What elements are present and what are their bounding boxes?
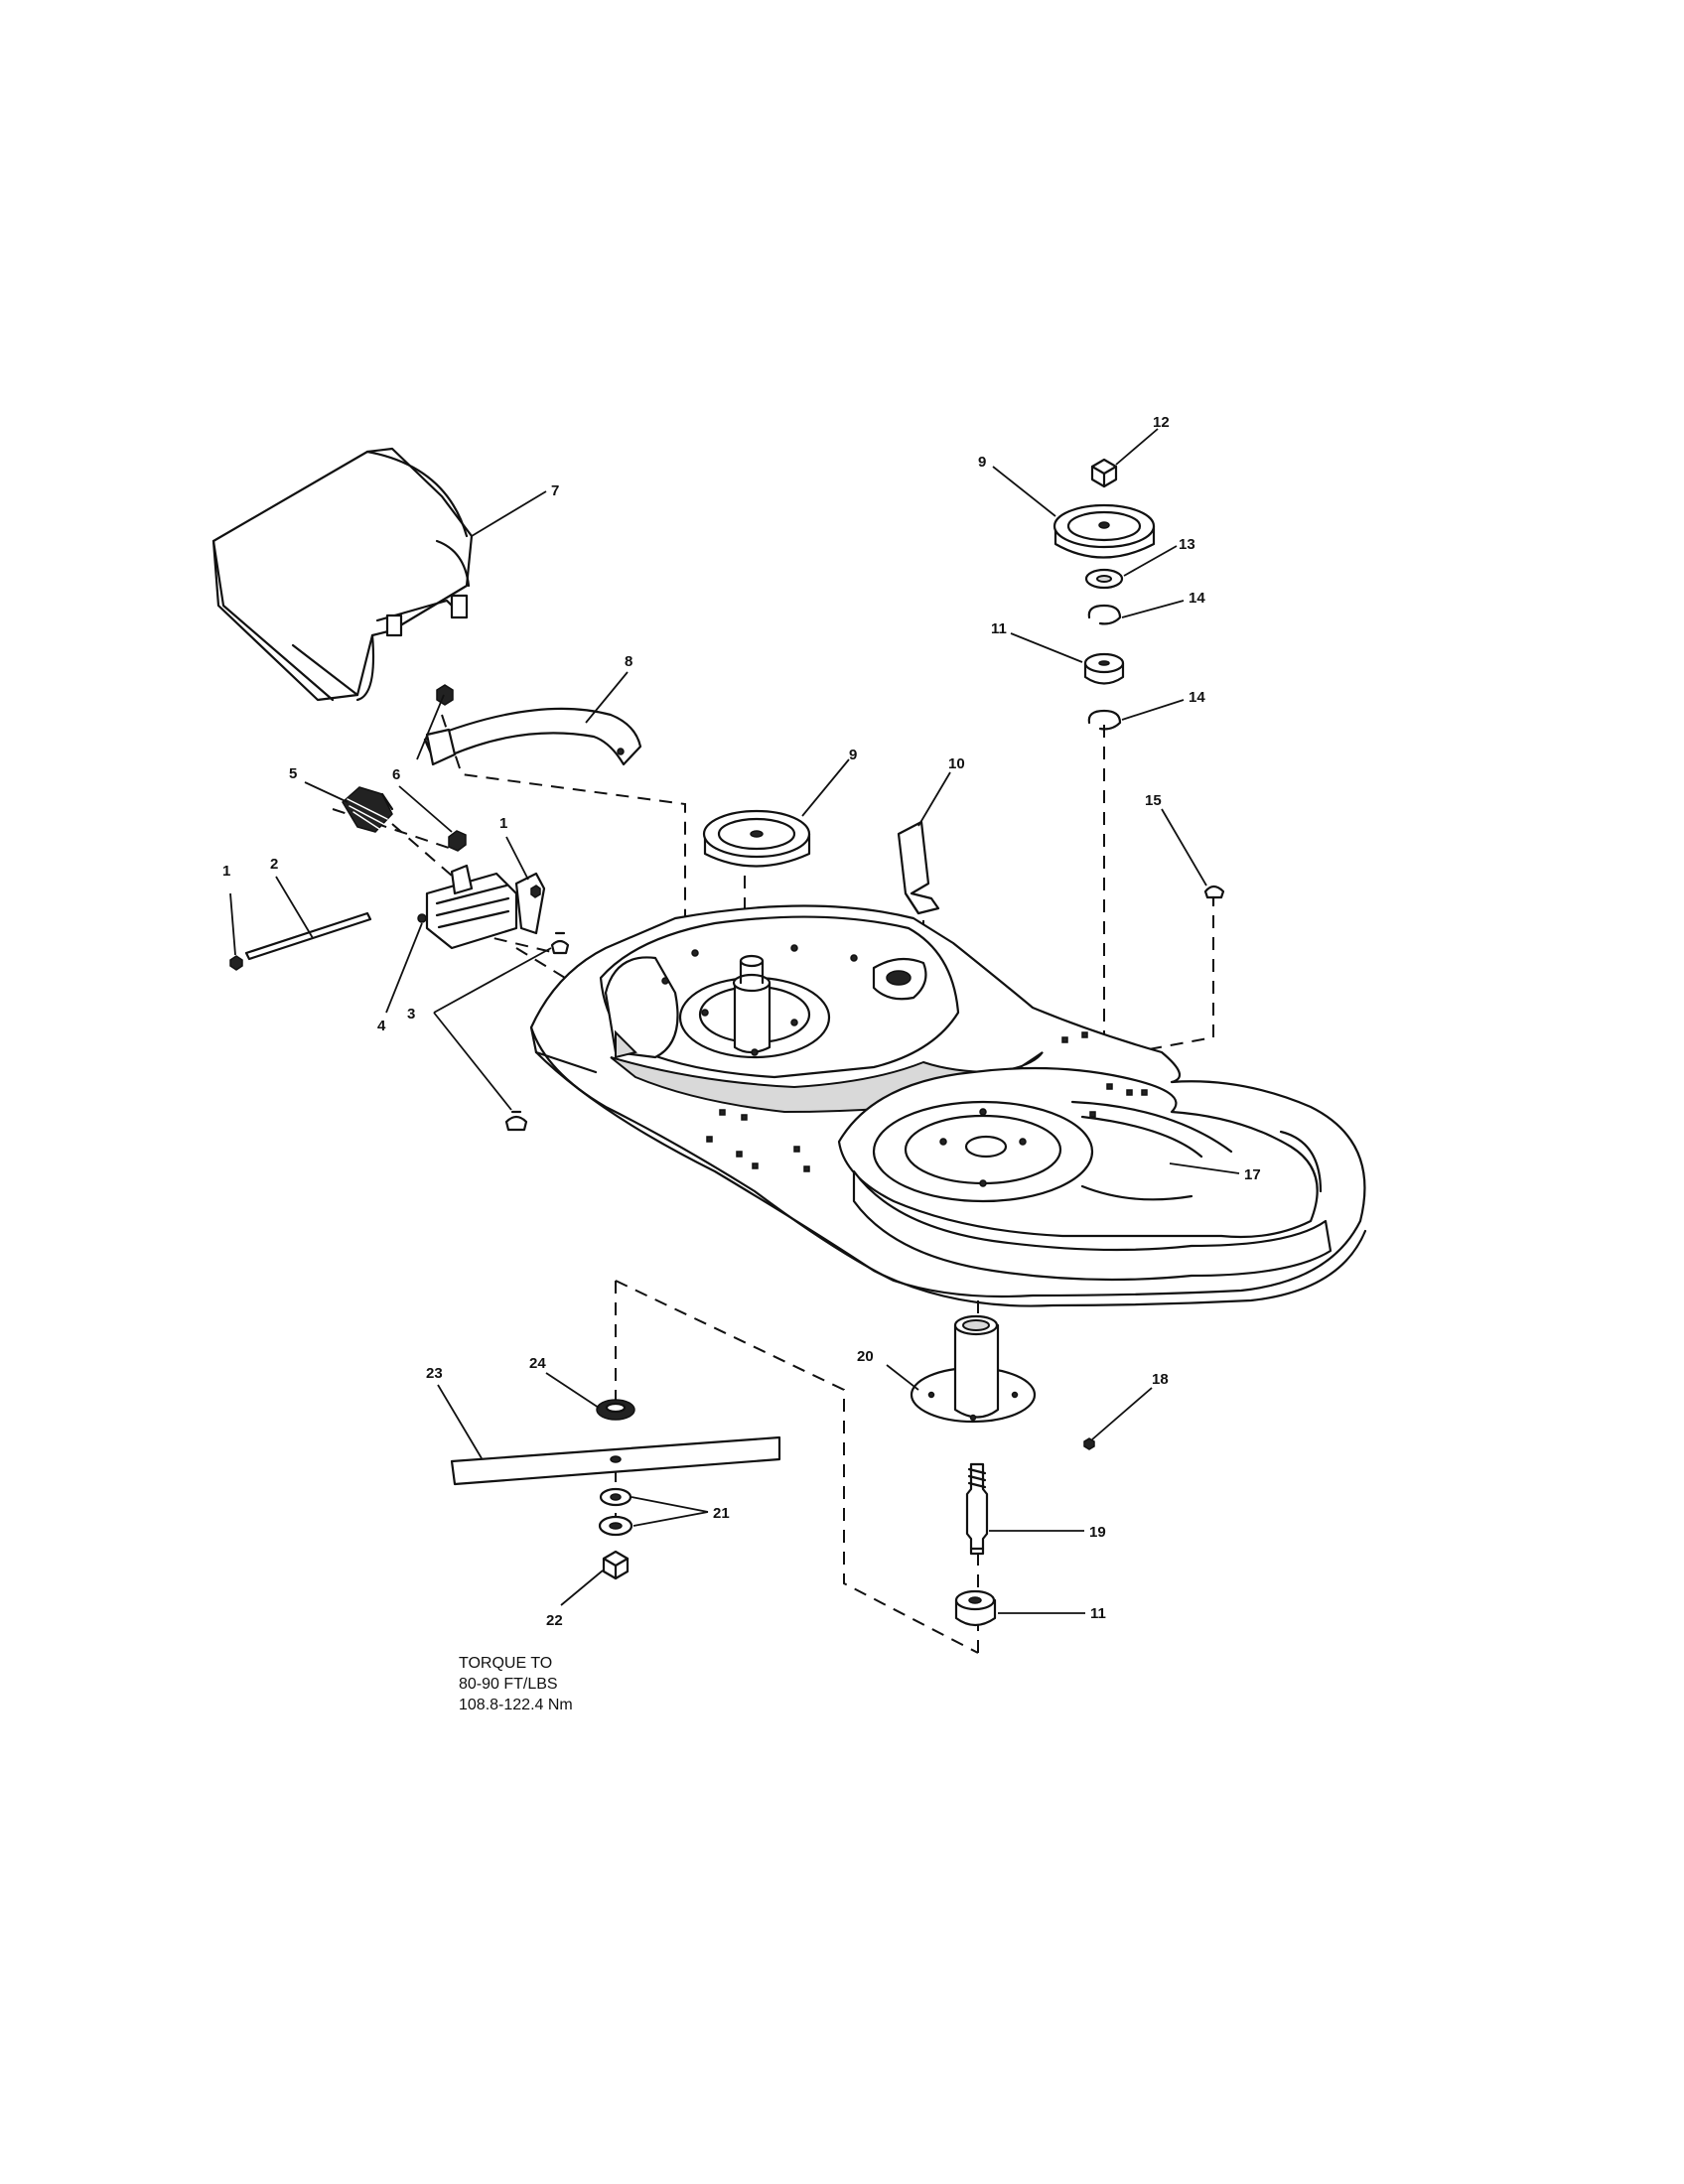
callout-8: 8 xyxy=(625,653,632,670)
callout-5: 5 xyxy=(289,765,297,782)
leader-lines xyxy=(229,428,1240,1614)
callout-21: 21 xyxy=(713,1505,730,1522)
blade-nut-22 xyxy=(602,1550,630,1580)
bearing-11-upper xyxy=(1083,652,1125,685)
screw-18 xyxy=(1083,1437,1095,1450)
torque-note-line: 80-90 FT/LBS xyxy=(459,1676,558,1693)
callout-labels: 1 1 2 3 4 5 6 7 8 9 9 10 11 11 12 13 14 … xyxy=(222,414,1261,1629)
washer-21-lower xyxy=(598,1515,633,1537)
callout-14: 14 xyxy=(1189,590,1205,607)
callout-1: 1 xyxy=(222,863,230,880)
mower-blade xyxy=(450,1435,781,1486)
callout-17: 17 xyxy=(1244,1166,1261,1183)
callout-24: 24 xyxy=(529,1355,546,1372)
callout-14: 14 xyxy=(1189,689,1205,706)
washer-21-upper xyxy=(599,1487,632,1507)
torque-note: TORQUE TO 80-90 FT/LBS 108.8-122.4 Nm xyxy=(459,1653,573,1715)
idler-pulley-left xyxy=(702,809,811,868)
screw-15 xyxy=(1203,885,1225,907)
callout-20: 20 xyxy=(857,1348,874,1365)
callout-2: 2 xyxy=(270,856,278,873)
callout-12: 12 xyxy=(1153,414,1170,431)
callout-10: 10 xyxy=(948,755,965,772)
callout-7: 7 xyxy=(551,482,559,499)
retaining-ring-upper xyxy=(1087,604,1122,625)
mower-deck xyxy=(529,904,1367,1307)
hinge-rod xyxy=(229,911,372,971)
torque-note-line: TORQUE TO xyxy=(459,1655,553,1672)
bearing-11-lower xyxy=(954,1589,997,1627)
carriage-bolt-upper xyxy=(550,931,570,955)
retaining-ring-lower xyxy=(1087,709,1122,731)
callout-4: 4 xyxy=(377,1018,386,1034)
callout-9: 9 xyxy=(978,454,986,471)
callout-15: 15 xyxy=(1145,792,1162,809)
callout-23: 23 xyxy=(426,1365,443,1382)
nut-12 xyxy=(1090,458,1118,488)
drive-pulley-right xyxy=(1052,503,1156,559)
spindle-shaft xyxy=(965,1462,989,1556)
callout-11: 11 xyxy=(991,620,1007,637)
spindle-housing xyxy=(910,1314,1037,1424)
belt-guide xyxy=(897,820,940,915)
blade-adapter-24 xyxy=(596,1399,635,1421)
callout-6: 6 xyxy=(392,766,400,783)
callout-3: 3 xyxy=(407,1006,415,1023)
callout-1: 1 xyxy=(499,815,507,832)
carriage-bolt-lower xyxy=(504,1110,528,1132)
callout-19: 19 xyxy=(1089,1524,1106,1541)
callout-11: 11 xyxy=(1090,1605,1106,1622)
callout-9: 9 xyxy=(849,747,857,763)
callout-18: 18 xyxy=(1152,1371,1169,1388)
callout-22: 22 xyxy=(546,1612,563,1629)
spacer-13 xyxy=(1084,568,1124,590)
spring xyxy=(342,786,394,833)
callout-13: 13 xyxy=(1179,536,1195,553)
discharge-chute xyxy=(211,447,474,702)
lock-nut xyxy=(448,830,467,852)
torque-note-line: 108.8-122.4 Nm xyxy=(459,1697,573,1713)
chute-bracket xyxy=(417,864,546,950)
